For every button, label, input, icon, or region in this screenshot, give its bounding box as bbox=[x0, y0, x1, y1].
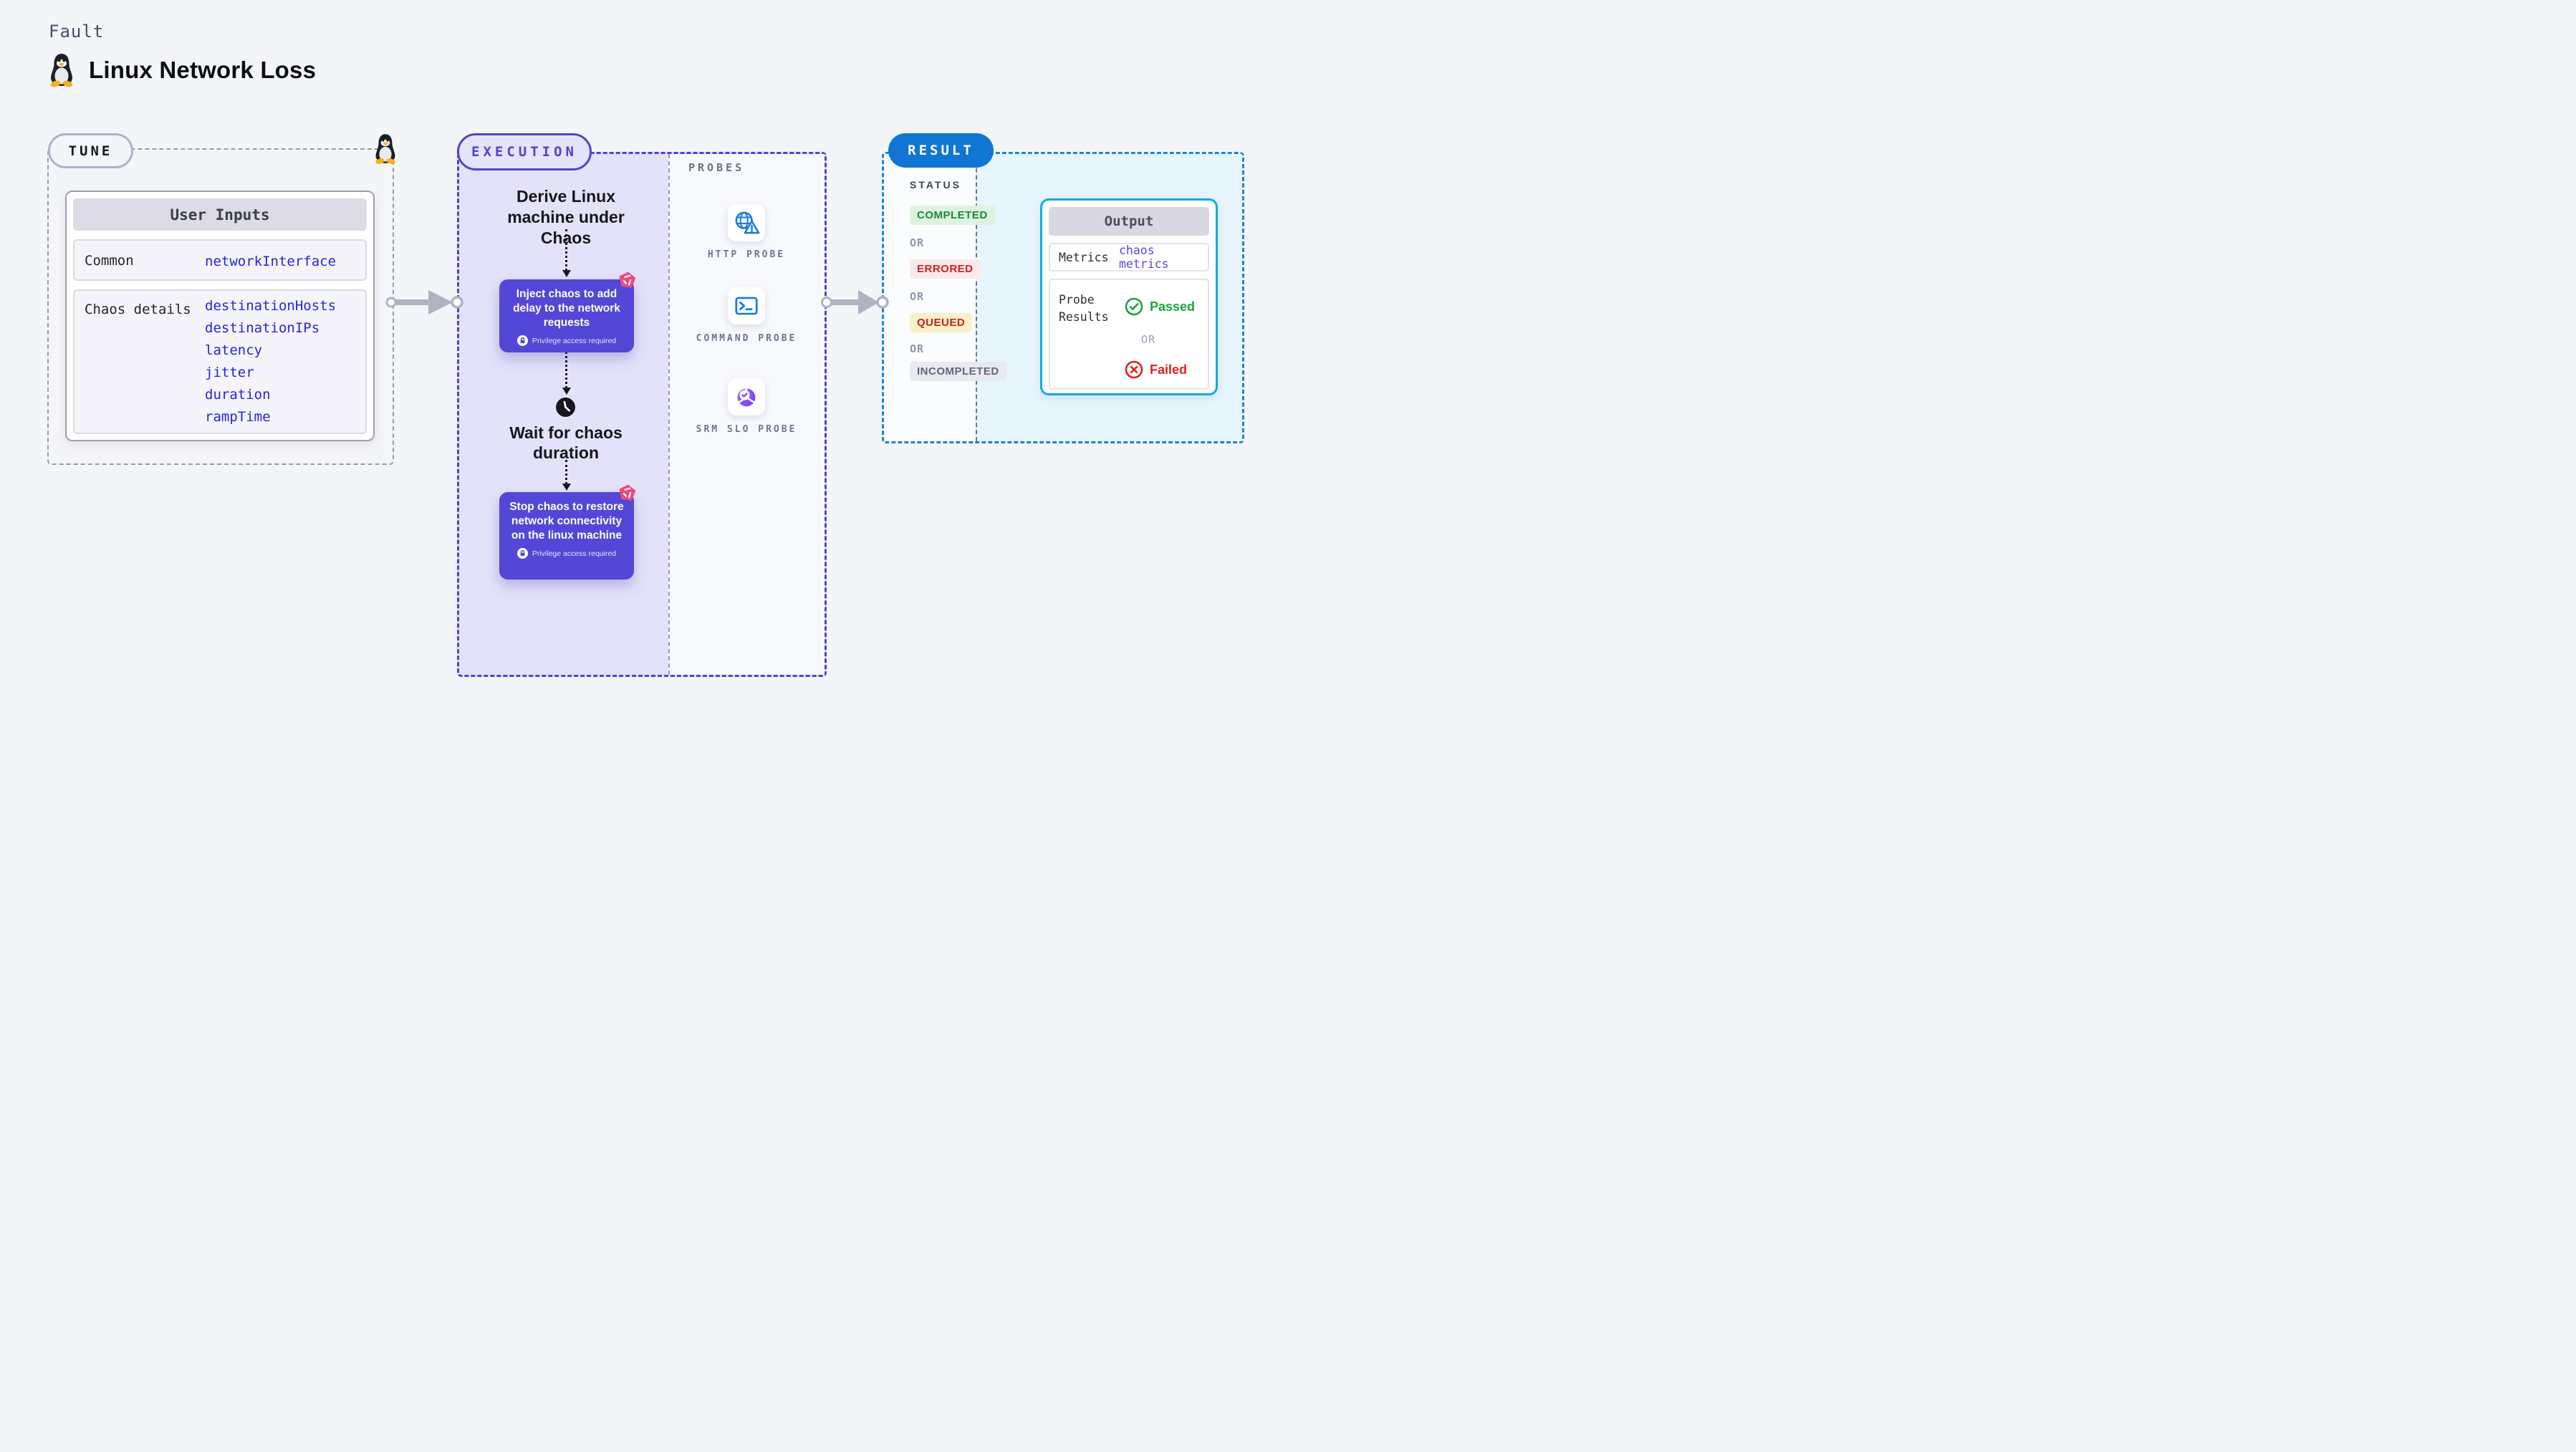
chaos-details-label: Chaos details bbox=[85, 302, 191, 317]
chaos-details-values: destinationHosts destinationIPs latency … bbox=[205, 295, 336, 428]
result-badge: RESULT bbox=[888, 133, 994, 168]
page-title-row: Linux Network Loss bbox=[47, 53, 316, 87]
fault-eyebrow-label: Fault bbox=[49, 21, 105, 42]
passed-label: Passed bbox=[1150, 299, 1196, 314]
lock-icon bbox=[516, 548, 528, 559]
user-inputs-row-common: Common networkInterface bbox=[73, 239, 367, 281]
chaos-pink-icon bbox=[617, 484, 637, 503]
status-completed-badge: COMPLETED bbox=[910, 206, 995, 225]
status-incompleted-badge: INCOMPLETED bbox=[910, 362, 1006, 381]
output-header: Output bbox=[1049, 207, 1209, 236]
wait-clock-icon bbox=[556, 398, 575, 417]
slo-pie-check-icon bbox=[737, 387, 756, 407]
status-or-separator: OR bbox=[910, 342, 925, 355]
output-table: Output Metrics chaos metrics Probe Resul… bbox=[1040, 198, 1218, 395]
wait-step-label: Wait for chaos duration bbox=[509, 423, 623, 462]
privilege-label: Privilege access required bbox=[532, 549, 617, 558]
common-label: Common bbox=[85, 253, 134, 269]
passed-check-icon bbox=[1125, 297, 1143, 316]
probes-panel: PROBES HTTP PROBE bbox=[668, 154, 825, 675]
chaos-value: destinationHosts bbox=[205, 298, 337, 314]
chaos-value: destinationIPs bbox=[205, 320, 320, 336]
output-row-metrics: Metrics chaos metrics bbox=[1049, 243, 1209, 271]
tune-badge: TUNE bbox=[48, 133, 133, 168]
flow-arrow-down bbox=[562, 229, 571, 277]
failed-label: Failed bbox=[1150, 362, 1188, 377]
probe-or-separator: OR bbox=[1141, 333, 1156, 346]
output-row-probe-results: Probe Results Passed OR Failed bbox=[1049, 279, 1209, 390]
status-column-label: STATUS bbox=[910, 179, 961, 191]
failed-x-icon bbox=[1125, 360, 1143, 379]
tune-to-execution-arrow bbox=[385, 290, 463, 314]
stop-chaos-text: Stop chaos to restore network connectivi… bbox=[509, 501, 624, 542]
page-title: Linux Network Loss bbox=[89, 57, 317, 83]
chaos-value: latency bbox=[205, 342, 263, 358]
terminal-icon bbox=[735, 297, 758, 315]
metrics-label: Metrics bbox=[1059, 250, 1109, 264]
inject-chaos-node: Inject chaos to add delay to the network… bbox=[499, 279, 634, 352]
status-errored-badge: ERRORED bbox=[910, 259, 981, 279]
flow-arrow-down bbox=[562, 348, 571, 395]
chaos-value: duration bbox=[205, 387, 271, 403]
user-inputs-header: User Inputs bbox=[73, 198, 367, 231]
probe-failed-line: Failed bbox=[1125, 360, 1187, 379]
probes-panel-label: PROBES bbox=[688, 161, 745, 174]
srm-slo-probe-label: SRM SLO PROBE bbox=[696, 424, 797, 435]
status-or-separator: OR bbox=[910, 236, 925, 249]
chaos-pink-icon bbox=[617, 271, 637, 290]
probe-results-label: Probe Results bbox=[1059, 293, 1109, 324]
stop-chaos-node: Stop chaos to restore network connectivi… bbox=[499, 492, 634, 580]
metrics-value: chaos metrics bbox=[1119, 244, 1169, 271]
execution-section: PROBES HTTP PROBE bbox=[457, 152, 827, 677]
globe-warning-icon bbox=[735, 211, 760, 234]
fault-diagram-page: Fault Linux Network Loss TUNE User Input… bbox=[0, 0, 1288, 726]
user-inputs-table: User Inputs Common networkInterface Chao… bbox=[65, 191, 375, 441]
privilege-row: Privilege access required bbox=[508, 335, 625, 346]
http-probe-label: HTTP PROBE bbox=[707, 249, 786, 260]
execution-badge: EXECUTION bbox=[457, 133, 592, 170]
inject-chaos-text: Inject chaos to add delay to the network… bbox=[513, 288, 620, 329]
user-inputs-row-chaos: Chaos details destinationHosts destinati… bbox=[73, 289, 367, 434]
chaos-value: rampTime bbox=[205, 409, 271, 425]
status-or-separator: OR bbox=[910, 290, 925, 303]
chaos-value: jitter bbox=[205, 365, 254, 380]
lock-icon bbox=[516, 335, 528, 346]
srm-slo-probe-card bbox=[728, 378, 765, 415]
tux-penguin-icon bbox=[49, 54, 74, 87]
status-queued-badge: QUEUED bbox=[910, 313, 973, 332]
privilege-row: Privilege access required bbox=[508, 548, 625, 559]
http-probe-card bbox=[728, 204, 765, 241]
probe-passed-line: Passed bbox=[1125, 297, 1195, 316]
command-probe-label: COMMAND PROBE bbox=[696, 333, 797, 344]
privilege-label: Privilege access required bbox=[532, 336, 617, 345]
execution-to-result-arrow bbox=[821, 290, 889, 314]
flow-arrow-down bbox=[562, 460, 571, 491]
derive-step-label: Derive Linux machine under Chaos bbox=[507, 187, 625, 247]
command-probe-card bbox=[728, 287, 765, 324]
tux-penguin-corner-icon bbox=[375, 134, 396, 165]
common-value: networkInterface bbox=[205, 254, 337, 269]
